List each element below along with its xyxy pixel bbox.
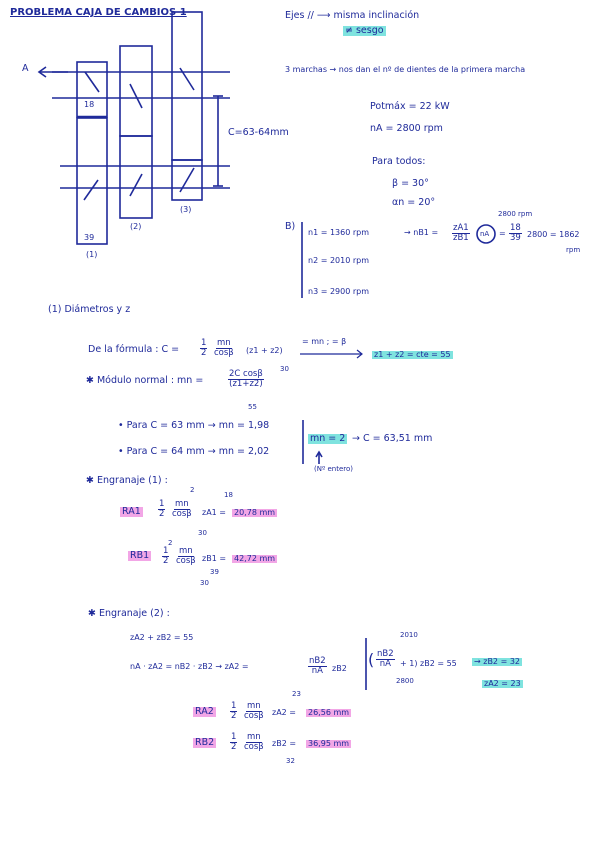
beta-value: β = 30° [392,178,429,189]
case-c64: • Para C = 64 mm → mn = 2,02 [118,446,270,457]
sub-2800: 2800 [396,677,414,685]
gear1-sup-2: 2 [190,486,195,494]
system-tail: + 1) zB2 = 55 [400,659,457,668]
entero-note: (Nº entero) [314,465,354,473]
ra1-mid: zA1 = [202,508,227,517]
arrow-label: A [22,63,29,74]
c-result: → C = 63,51 mm [352,433,433,444]
part1-heading: (1) Diámetros y z [48,304,131,315]
ra1-mn-cos: mn cosβ [172,499,192,519]
gear-2-bottom [119,135,153,219]
za1-zb1-fraction: zA1 zB1 [452,223,470,243]
teeth-label-18: 18 [84,100,95,109]
ra1-label: RA1 [120,506,143,517]
half-fraction: 1 2 [200,338,208,358]
mn-chosen: mn = 2 [308,433,348,444]
ra1-value: 20,78 mm [232,508,278,517]
gear2-ratio-fraction: nB2 nA [308,656,327,676]
gear1-sub-30a: 30 [198,529,207,537]
sup-2010: 2010 [400,631,418,639]
gear-label-2: (2) [130,222,142,231]
gear2-heading: ✱ Engranaje (2) : [88,608,170,619]
rb1-value: 42,72 mm [232,554,278,563]
n1-value: n1 = 1360 rpm [308,228,370,237]
n2-value: n2 = 2010 rpm [308,256,370,265]
gear1-sup-18: 18 [224,491,233,499]
rpm-above: 2800 rpm [498,210,533,218]
system-paren: ( [368,650,375,669]
sesgo-note: ≠ sesgo [343,25,386,36]
ra1-half: 1 2 [158,499,166,519]
z-sum-result: z1 + z2 = cte = 55 [372,350,453,359]
alpha-value: αn = 20° [392,197,436,208]
zb2-result: → zB2 = 32 [472,657,522,666]
ra2-mid: zA2 = [272,708,297,717]
gear1-heading: ✱ Engranaje (1) : [86,475,168,486]
ra2-half: 1 2 [230,701,238,721]
gear-3-bottom [171,159,203,201]
rb1-label: RB1 [128,550,152,561]
rb1-mid: zB1 = [202,554,227,563]
formula-tail: (z1 + z2) [246,346,283,355]
arrow-note: = mn ; = β [302,337,347,346]
teeth-label-39: 39 [84,233,95,242]
gear1-sub-30b: 30 [200,579,209,587]
para-todos: Para todos: [372,156,426,167]
rb1-half: 1 2 [162,546,170,566]
nb1-unit: rpm [566,246,581,254]
gear2-sup-23: 23 [292,690,301,698]
ra2-mn-cos: mn cosβ [244,701,264,721]
n3-value: n3 = 2900 rpm [308,287,370,296]
eq-equals: = [499,229,506,238]
na-value: nA = 2800 rpm [370,123,443,134]
gear2-sub-32: 32 [286,757,295,765]
gear2-sum: zA2 + zB2 = 55 [130,633,194,642]
system-fraction: nB2 nA [376,649,395,669]
rb2-value: 36,95 mm [306,739,352,748]
rb1-mn-cos: mn cosβ [176,546,196,566]
nb1-result: 2800 = 1862 [527,230,580,239]
mn-cos-fraction: mn cosβ [214,338,234,358]
distance-label: C=63-64mm [228,127,289,138]
modulo-fraction: 2C cosβ (z1+z2) [228,369,264,389]
rb2-mid: zB2 = [272,739,297,748]
gear1-sup-39: 39 [210,568,219,576]
rb2-half: 1 2 [230,732,238,752]
ra2-value: 26,56 mm [306,708,352,717]
gear-label-1: (1) [86,250,98,259]
ra2-label: RA2 [193,706,216,717]
gear2-zb2: zB2 [332,664,347,673]
page-title: PROBLEMA CAJA DE CAMBIOS 1 [10,7,187,18]
za2-result: zA2 = 23 [482,679,523,688]
marchas-note: 3 marchas → nos dan el nº de dientes de … [285,65,526,74]
nb1-prefix: → nB1 = [404,228,439,237]
potmax-value: Potmáx = 22 kW [370,101,450,112]
gear2-ratio: nA · zA2 = nB2 · zB2 → zA2 = [130,662,249,671]
rb2-mn-cos: mn cosβ [244,732,264,752]
modulo-55: 55 [248,403,257,411]
modulo-label: ✱ Módulo normal : mn = [86,375,204,386]
modulo-sup-30: 30 [280,365,289,373]
na-circled: nA [480,230,490,238]
18-39-fraction: 18 39 [509,223,522,243]
formula-prefix: De la fórmula : C = [88,344,180,355]
rb2-label: RB2 [193,737,217,748]
ejes-note: Ejes // ⟶ misma inclinación [285,10,420,21]
section-b-label: B) [285,221,296,232]
gear1-sup-2b: 2 [168,539,173,547]
gear-label-3: (3) [180,205,192,214]
case-c63: • Para C = 63 mm → mn = 1,98 [118,420,270,431]
